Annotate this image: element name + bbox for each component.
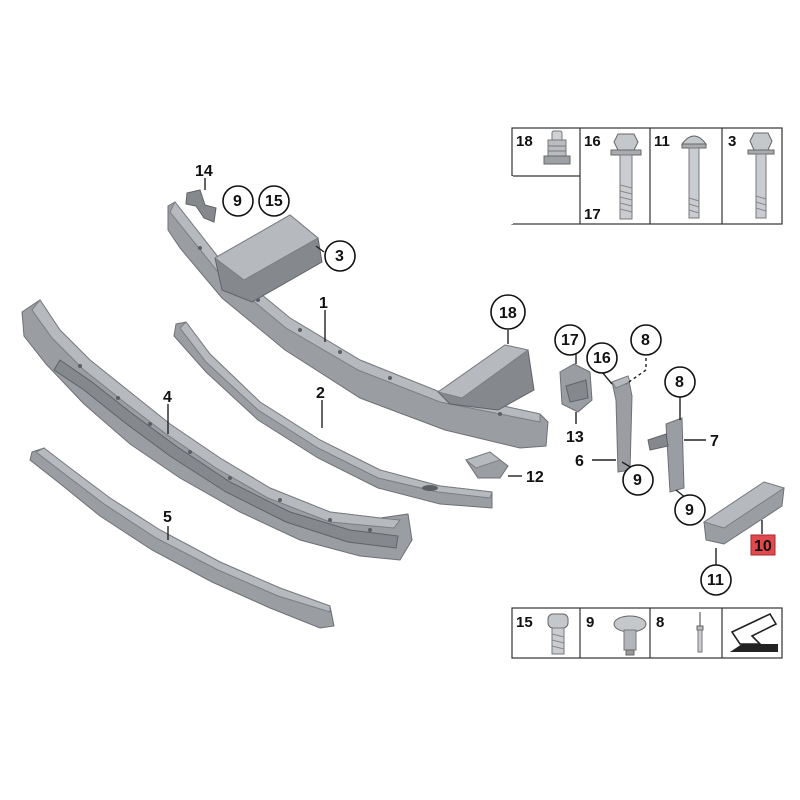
callout-12: 12 [526, 469, 544, 486]
part-bracket-10 [702, 481, 786, 545]
part-bracket-6 [611, 375, 633, 473]
legend-label-16: 16 [584, 133, 601, 150]
legend-top: 18 16 11 3 17 [511, 127, 783, 225]
callout-11: 11 [707, 572, 724, 589]
expansion-rivet-icon [613, 615, 647, 656]
callout-8a: 8 [641, 332, 650, 349]
legend-label-3: 3 [728, 133, 736, 150]
hex-bolt-icon [747, 132, 775, 219]
callout-17-circle [554, 324, 586, 356]
part-bumper-carrier [167, 189, 549, 449]
flange-bolt-icon [610, 133, 642, 220]
callout-2: 2 [316, 385, 325, 402]
part-bracket-12 [464, 451, 509, 479]
callout-16: 16 [593, 350, 611, 367]
callout-11-circle [700, 564, 732, 596]
legend-label-15: 15 [516, 614, 533, 631]
callout-9c: 9 [685, 502, 694, 519]
callout-9b: 9 [633, 472, 642, 489]
callout-10: 10 [754, 538, 772, 555]
legend-label-8: 8 [656, 614, 664, 631]
torx-screw-icon [547, 613, 569, 655]
callout-3-circle [324, 240, 356, 272]
callout-7: 7 [710, 433, 719, 450]
legend-label-9: 9 [586, 614, 594, 631]
callout-14: 14 [195, 163, 213, 180]
callout-16-circle [586, 342, 618, 374]
callout-6: 6 [575, 453, 584, 470]
callout-15: 15 [265, 193, 283, 210]
callout-8b: 8 [675, 374, 684, 391]
legend-label-11: 11 [654, 133, 670, 150]
callouts: 1 2 3 4 5 6 7 8 8 9 9 9 10 11 12 13 14 1… [163, 163, 776, 596]
callout-5: 5 [163, 509, 172, 526]
callout-9b-circle [622, 464, 654, 496]
part-bracket-7 [647, 417, 685, 493]
callout-9a: 9 [233, 193, 242, 210]
pan-bolt-icon [680, 135, 708, 219]
callout-17: 17 [561, 332, 579, 349]
callout-15-circle [258, 185, 290, 217]
blind-rivet-icon [696, 612, 704, 653]
legend-label-18: 18 [516, 133, 533, 150]
legend-bottom: 15 9 8 [511, 607, 783, 659]
clip-nut-icon [543, 130, 571, 165]
part-reinforcement-strip [173, 321, 493, 509]
callout-8a-circle [630, 324, 662, 356]
callout-3: 3 [335, 248, 344, 265]
callout-9a-circle [222, 185, 254, 217]
leader-lines [167, 178, 763, 566]
callout-18-circle [490, 294, 526, 330]
callout-18: 18 [499, 305, 517, 322]
callout-4: 4 [163, 389, 172, 406]
arrow-direction-icon [730, 612, 778, 652]
callout-9c-circle [674, 494, 706, 526]
part-energy-absorber [21, 299, 413, 561]
callout-10-highlight [750, 534, 776, 556]
callout-13: 13 [566, 429, 584, 446]
part-lower-strip [29, 447, 335, 629]
legend-label-17: 17 [584, 206, 601, 223]
callout-1: 1 [319, 295, 328, 312]
callout-8b-circle [664, 366, 696, 398]
part-bracket-13 [559, 363, 593, 413]
